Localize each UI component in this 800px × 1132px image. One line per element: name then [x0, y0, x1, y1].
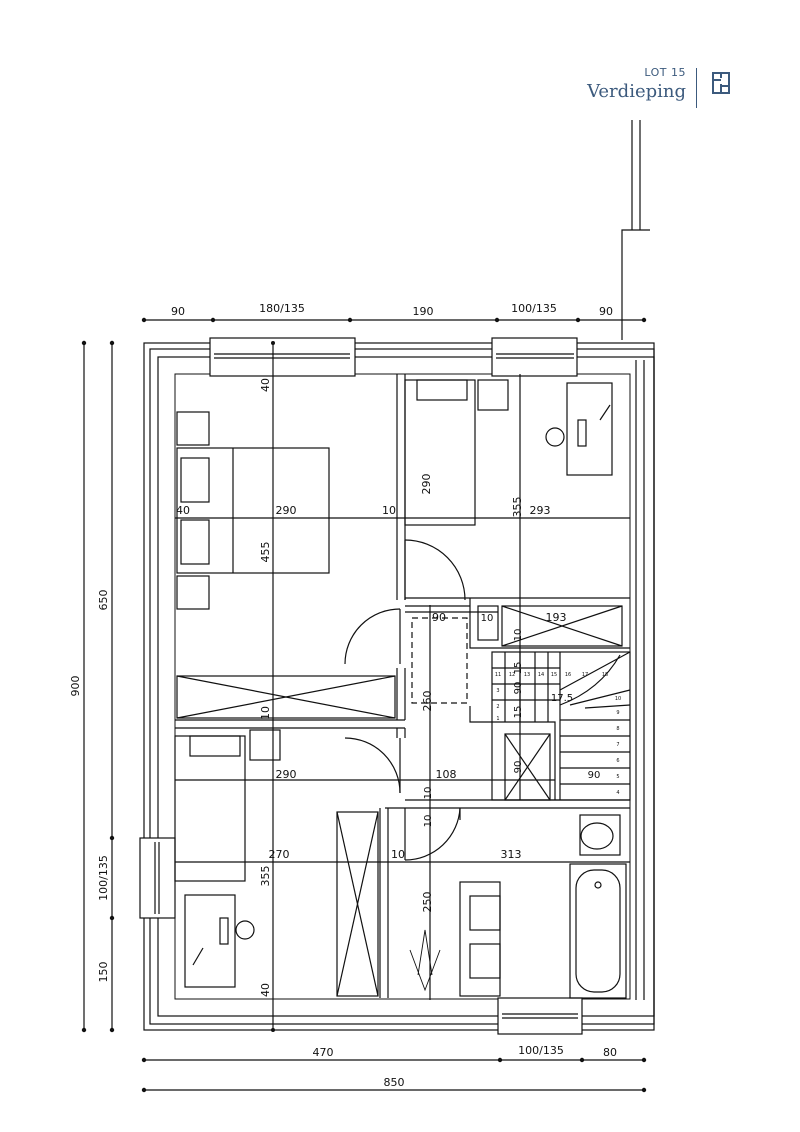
bed1-top-offset: 40 — [259, 378, 272, 392]
lot-number: LOT 15 — [644, 66, 686, 79]
bath-wall: 10 — [423, 815, 434, 828]
stair-label-4: 17.5 — [551, 693, 573, 704]
closet-wall: 10 — [513, 629, 524, 642]
landing-depth: 260 — [421, 691, 434, 712]
bed1-bottom-wall: 10 — [259, 706, 272, 720]
stair-label-3: 15 — [513, 706, 524, 719]
stair-step: 11 — [495, 672, 501, 678]
stair-step: 3 — [496, 688, 499, 694]
stair-step: 10 — [615, 696, 621, 702]
bed2-bed-length: 290 — [420, 474, 433, 495]
landing-wall: 10 — [481, 613, 494, 624]
dim-bottom-850: 850 — [384, 1076, 405, 1089]
stair-step: 9 — [616, 710, 619, 716]
dim-top-2: 180/135 — [259, 302, 305, 315]
bed3-wall: 10 — [391, 848, 405, 861]
stair-step: 5 — [616, 774, 619, 780]
stair-step-numbers: 11 12 13 14 15 16 17 18 10 9 8 7 6 5 4 3… — [495, 672, 621, 796]
bed1-depth: 455 — [259, 542, 272, 563]
plan-header: LOT 15 Verdieping — [587, 66, 686, 102]
dim-bottom-80: 80 — [603, 1046, 617, 1059]
bed2-depth: 355 — [511, 497, 524, 518]
floorplan-icon — [710, 70, 734, 100]
bed3-width: 290 — [276, 768, 297, 781]
landing-length: 108 — [436, 768, 457, 781]
stair-step: 2 — [496, 704, 499, 710]
dim-top-1: 90 — [171, 305, 185, 318]
stair-step: 14 — [538, 672, 544, 678]
stair-label-1: 15 — [513, 662, 524, 675]
stair-step: 7 — [616, 742, 619, 748]
stair-void: 90 — [513, 761, 524, 774]
floor-title: Verdieping — [587, 81, 686, 102]
stair-step: 4 — [616, 790, 619, 796]
bed1-left-offset: 40 — [176, 504, 190, 517]
bed2-width: 293 — [530, 504, 551, 517]
bath-depth: 250 — [421, 892, 434, 913]
dim-top-4: 100/135 — [511, 302, 557, 315]
header-divider — [696, 68, 697, 108]
dim-top-3: 190 — [413, 305, 434, 318]
dim-bottom-window: 100/135 — [518, 1044, 564, 1057]
stair-label-2: 90 — [513, 682, 524, 695]
dim-left-650: 650 — [97, 590, 110, 611]
dim-left-window: 100/135 — [97, 855, 110, 901]
bed3-depth-horizontal: 270 — [269, 848, 290, 861]
landing-wall-2: 10 — [423, 787, 434, 800]
stair-step: 18 — [602, 672, 608, 678]
closet-width: 193 — [546, 611, 567, 624]
dimension-ticks — [81, 317, 647, 1093]
stair-step: 17 — [582, 672, 588, 678]
stair-step: 16 — [565, 672, 571, 678]
bath-width: 313 — [501, 848, 522, 861]
bed3-depth: 355 — [259, 866, 272, 887]
dim-left-900: 900 — [69, 676, 82, 697]
bed3-bottom-offset: 40 — [259, 983, 272, 997]
stair-label-5: 90 — [588, 770, 601, 781]
stair-step: 13 — [524, 672, 530, 678]
dim-left-150: 150 — [97, 962, 110, 983]
stair-step: 1 — [496, 716, 499, 722]
dim-top-5: 90 — [599, 305, 613, 318]
bed1-width: 290 — [276, 504, 297, 517]
dim-bottom-470: 470 — [313, 1046, 334, 1059]
stair-step: 12 — [509, 672, 515, 678]
landing-width: 90 — [432, 611, 446, 624]
stair-step: 6 — [616, 758, 619, 764]
stair-step: 15 — [551, 672, 557, 678]
stair-step: 8 — [616, 726, 619, 732]
bed1-wall: 10 — [382, 504, 396, 517]
